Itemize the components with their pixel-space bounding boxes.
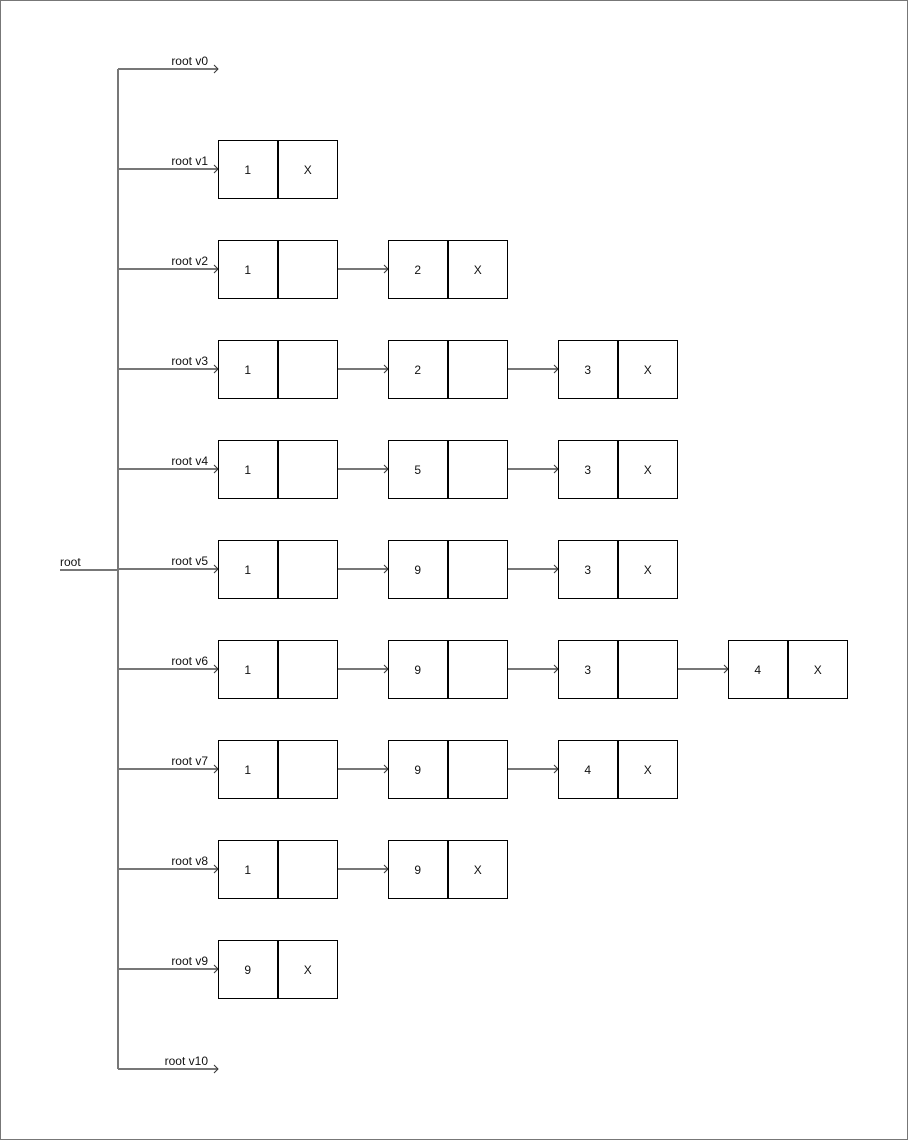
version-label: root v8 <box>171 854 208 868</box>
next-pointer <box>449 541 508 598</box>
null-pointer: X <box>643 762 652 777</box>
node-value: 3 <box>559 441 619 498</box>
list-node: 1 <box>218 540 338 599</box>
next-pointer <box>279 341 338 398</box>
node-value: 1 <box>219 341 279 398</box>
list-node: 1 <box>218 340 338 399</box>
node-value: 9 <box>389 741 449 798</box>
version-label: root v0 <box>171 54 208 68</box>
node-value: 9 <box>219 941 279 998</box>
list-node: 9 <box>388 540 508 599</box>
node-value: 4 <box>559 741 619 798</box>
next-pointer <box>619 641 678 698</box>
node-value: 9 <box>389 841 449 898</box>
next-pointer <box>279 441 338 498</box>
list-node: 5 <box>388 440 508 499</box>
node-value: 3 <box>559 641 619 698</box>
null-pointer: X <box>303 962 312 977</box>
list-node: 2 <box>388 340 508 399</box>
node-value: 1 <box>219 541 279 598</box>
arrowhead-icon <box>213 64 219 74</box>
node-value: 1 <box>219 741 279 798</box>
null-pointer: X <box>813 662 822 677</box>
null-pointer: X <box>643 562 652 577</box>
next-pointer <box>449 641 508 698</box>
node-value: 2 <box>389 341 449 398</box>
next-pointer <box>279 241 338 298</box>
next-pointer <box>449 741 508 798</box>
node-value: 3 <box>559 541 619 598</box>
list-node: 1 <box>218 740 338 799</box>
list-node: 1 <box>218 240 338 299</box>
version-label: root v9 <box>171 954 208 968</box>
version-label: root v2 <box>171 254 208 268</box>
next-pointer <box>279 841 338 898</box>
list-node: 9 <box>388 740 508 799</box>
list-node: 3 <box>558 640 678 699</box>
list-node: 9 <box>388 640 508 699</box>
next-pointer <box>279 741 338 798</box>
version-label: root v7 <box>171 754 208 768</box>
next-pointer <box>279 541 338 598</box>
node-value: 1 <box>219 841 279 898</box>
node-value: 4 <box>729 641 789 698</box>
node-value: 1 <box>219 641 279 698</box>
node-value: 3 <box>559 341 619 398</box>
version-label: root v6 <box>171 654 208 668</box>
node-value: 5 <box>389 441 449 498</box>
null-pointer: X <box>303 162 312 177</box>
list-node: 1 <box>218 840 338 899</box>
node-value: 1 <box>219 241 279 298</box>
node-value: 9 <box>389 541 449 598</box>
node-value: 1 <box>219 441 279 498</box>
version-label: root v5 <box>171 554 208 568</box>
node-value: 9 <box>389 641 449 698</box>
null-pointer: X <box>473 262 482 277</box>
next-pointer <box>449 341 508 398</box>
version-label: root v4 <box>171 454 208 468</box>
list-node: 1 <box>218 640 338 699</box>
next-pointer <box>279 641 338 698</box>
node-value: 1 <box>219 141 279 198</box>
version-label: root v10 <box>164 1054 208 1068</box>
version-label: root v1 <box>171 154 208 168</box>
next-pointer <box>449 441 508 498</box>
version-label: root v3 <box>171 354 208 368</box>
null-pointer: X <box>643 462 652 477</box>
node-value: 2 <box>389 241 449 298</box>
list-node: 1 <box>218 440 338 499</box>
root-label: root <box>60 555 81 569</box>
null-pointer: X <box>643 362 652 377</box>
null-pointer: X <box>473 862 482 877</box>
arrowhead-icon <box>213 1064 219 1074</box>
